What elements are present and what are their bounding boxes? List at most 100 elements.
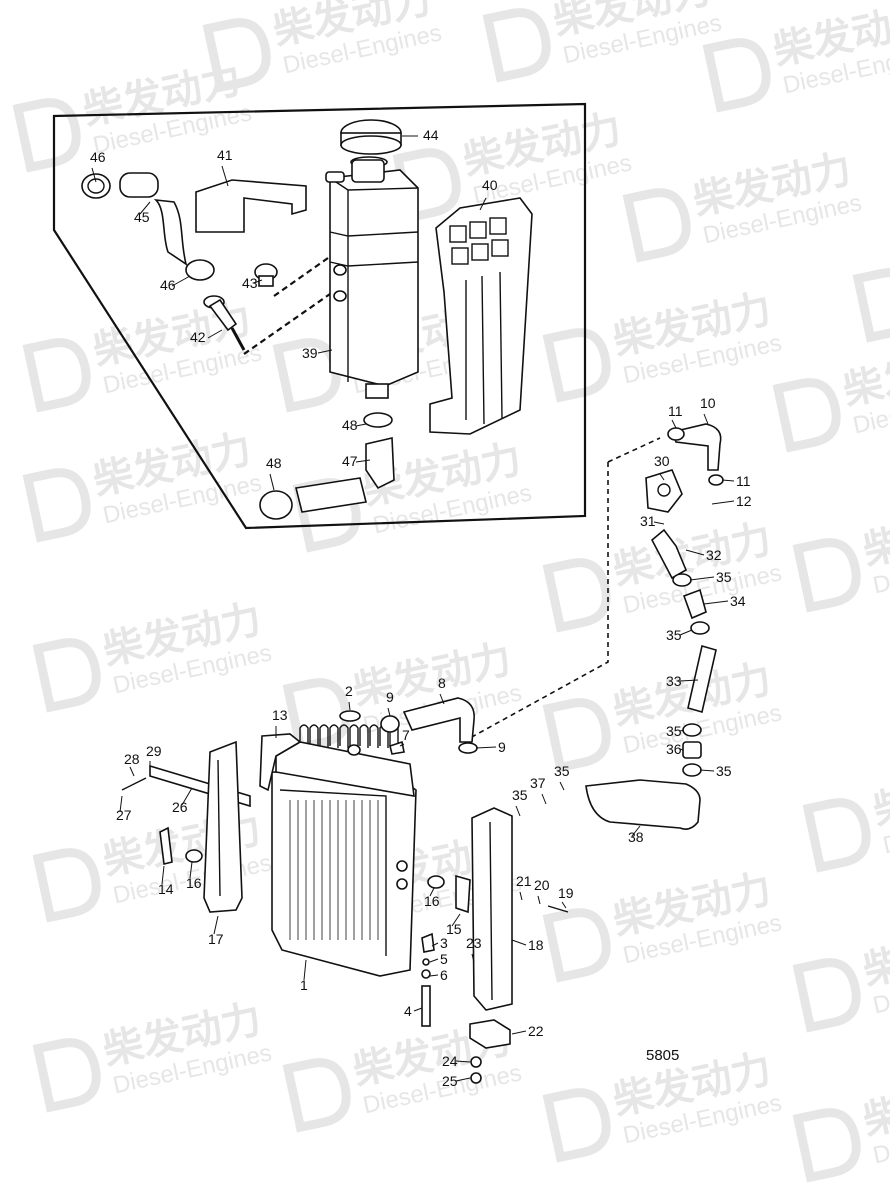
leader-line-16: [189, 861, 193, 879]
watermark-logo-icon: [792, 538, 861, 613]
leader-line-46: [91, 167, 97, 183]
leader-line-28: [129, 766, 135, 777]
leader-line-42: [207, 329, 223, 339]
callout-label-35: 35: [666, 627, 682, 643]
callout-label-36: 36: [666, 741, 682, 757]
watermark-logo-icon: [12, 98, 81, 173]
radiator-assembly: [121, 697, 569, 1084]
callout-label-21: 21: [516, 873, 532, 889]
watermark-logo-icon: [282, 678, 351, 753]
leader-line-34: [703, 600, 729, 605]
callout-label-10: 10: [700, 395, 716, 411]
callout-label-16: 16: [186, 875, 202, 891]
leader-line-23: [471, 953, 475, 963]
leader-dashed-42: [243, 293, 331, 355]
leader-line-12: [711, 500, 735, 505]
leader-line-48: [355, 423, 367, 427]
cap-2: [339, 710, 361, 722]
plug-43: [254, 263, 278, 287]
pipe-13: [259, 733, 302, 792]
callout-label-35: 35: [554, 763, 570, 779]
watermark-logo-icon: [542, 698, 611, 773]
leader-line-25: [455, 1077, 471, 1082]
inset-frame: [52, 102, 587, 530]
leader-line-43: [253, 279, 263, 284]
watermark-logo-icon: [852, 268, 890, 343]
leader-line-17: [213, 915, 219, 935]
leader-line-2: [348, 701, 351, 711]
callout-label-12: 12: [736, 493, 752, 509]
callout-label-46: 46: [160, 277, 176, 293]
callout-label-40: 40: [482, 177, 498, 193]
callout-label-39: 39: [302, 345, 318, 361]
clamp-9-lower: [458, 742, 478, 754]
watermark-logo-icon: [792, 1108, 861, 1183]
callout-label-11: 11: [668, 403, 683, 419]
callout-label-35: 35: [512, 787, 528, 803]
leader-line-10: [703, 413, 709, 425]
leader-line-20: [537, 895, 541, 905]
drawing-reference-number: 5805: [646, 1047, 679, 1064]
callout-label-13: 13: [272, 707, 288, 723]
callout-label-24: 24: [442, 1053, 458, 1069]
watermark-logo-icon: [202, 18, 271, 93]
callout-label-6: 6: [440, 967, 448, 983]
watermark-logo-icon: [772, 378, 841, 453]
callout-label-22: 22: [528, 1023, 544, 1039]
callout-label-5: 5: [440, 951, 448, 967]
callout-label-46: 46: [90, 149, 106, 165]
callout-label-35: 35: [716, 763, 732, 779]
leader-dashed-43: [273, 257, 329, 297]
callout-label-29: 29: [146, 743, 162, 759]
foot-22: [469, 1019, 511, 1049]
callout-label-17: 17: [208, 931, 224, 947]
leader-line-4: [413, 1007, 423, 1012]
callout-label-14: 14: [158, 881, 174, 897]
hose-assembly-right: [585, 423, 724, 830]
callout-label-2: 2: [345, 683, 353, 699]
watermark-logo-icon: [482, 8, 551, 83]
watermark-logo-icon: [802, 798, 871, 873]
leader-line-11: [721, 479, 735, 482]
callout-label-4: 4: [404, 1003, 412, 1019]
watermark-logo-icon: [282, 1058, 351, 1133]
drain-cock-3-6: [421, 932, 435, 1027]
watermark-logo-icon: [702, 38, 771, 113]
watermark-cn-text: 柴发动力: [869, 756, 890, 834]
leader-line-16: [429, 887, 435, 897]
callout-label-30: 30: [654, 453, 670, 469]
callout-label-8: 8: [438, 675, 446, 691]
watermark-logo-icon: [622, 188, 691, 263]
fitting-7: [389, 740, 405, 755]
callout-label-16: 16: [424, 893, 440, 909]
watermark-cn-text: 柴发动力: [859, 916, 890, 994]
callout-label-35: 35: [666, 723, 682, 739]
callout-label-19: 19: [558, 885, 574, 901]
callout-label-15: 15: [446, 921, 462, 937]
callout-label-34: 34: [730, 593, 746, 609]
leader-line-35: [699, 769, 715, 772]
leader-line-32: [685, 549, 705, 556]
leader-line-18: [511, 939, 527, 946]
stay-17: [203, 740, 243, 913]
watermark-logo-icon: [542, 1088, 611, 1163]
leader-line-22: [511, 1030, 527, 1035]
callout-label-43: 43: [242, 275, 258, 291]
hose-45-with-clamps: [81, 172, 215, 281]
strap-41: [195, 179, 307, 233]
leader-line-21: [519, 891, 523, 901]
watermark-cn-text: 柴发动力: [859, 496, 890, 574]
watermark-logo-icon: [32, 848, 101, 923]
watermark-logo-icon: [32, 638, 101, 713]
watermark-logo-icon: [22, 468, 91, 543]
